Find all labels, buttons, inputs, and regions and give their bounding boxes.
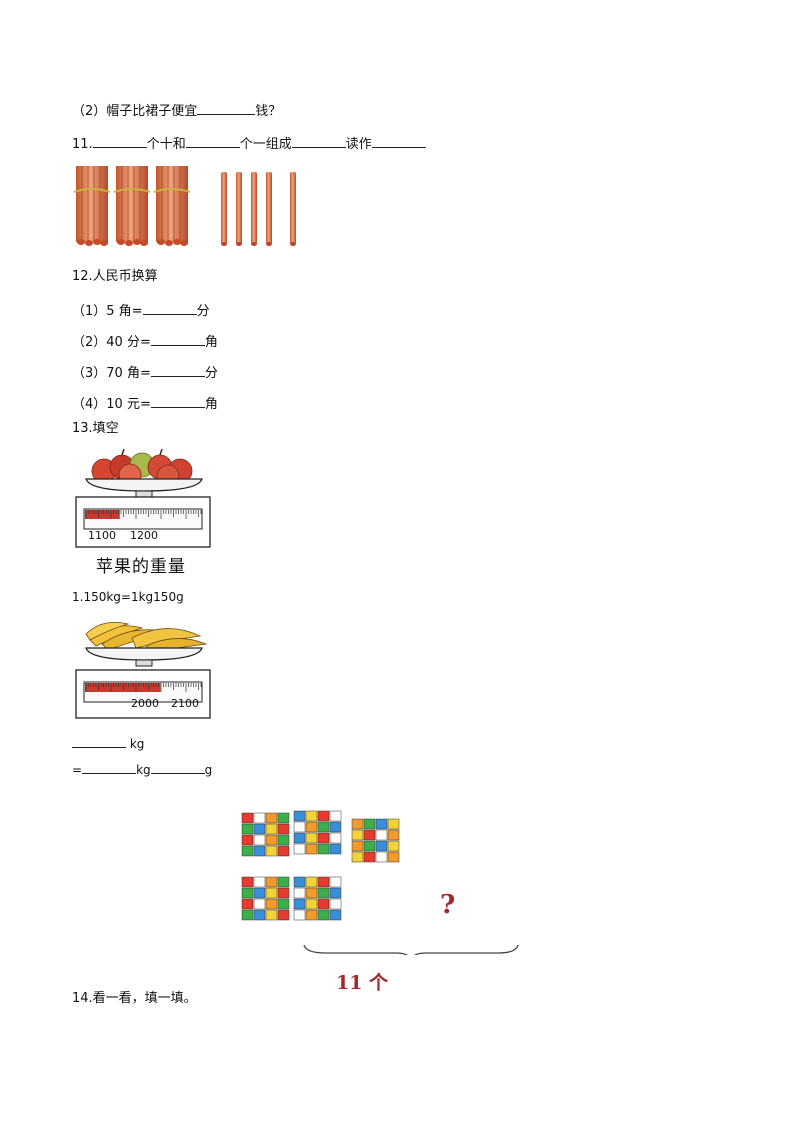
q12-item-2-unit: 角	[204, 335, 218, 350]
q10-part2: （2）帽子比裙子便宜 钱？	[72, 100, 281, 121]
q12-item-3-blank[interactable]	[150, 362, 205, 377]
q12-item-2-text: （2）40 分=	[72, 335, 151, 350]
rubiks-cube-icon	[241, 812, 290, 857]
q12-item-2: （2）40 分= 角	[72, 331, 218, 352]
apples-icon	[91, 448, 193, 488]
banana-scale	[75, 621, 211, 719]
sticks-figure	[73, 166, 296, 246]
q13-answer-line-2: = kg g	[72, 759, 212, 779]
rubiks-cube-icon	[293, 810, 342, 855]
q13-title: 13.填空	[72, 421, 119, 436]
banana-scale-tick-2000: 2000	[131, 697, 159, 710]
question-mark: ?	[440, 890, 456, 920]
q13-g-blank[interactable]	[150, 759, 205, 774]
q12-title: 12.人民币换算	[72, 269, 158, 284]
q12-item-3-text: （3）70 角=	[72, 366, 151, 381]
cubes-total: 11 个	[336, 972, 389, 994]
q11-text3: 读作	[345, 137, 372, 152]
q12-item-4-unit: 角	[204, 397, 218, 412]
q11-read-blank[interactable]	[371, 133, 426, 148]
apple-scale-caption: 苹果的重量	[96, 557, 186, 577]
q13-equals: =	[72, 763, 83, 777]
rubiks-cube-icon	[241, 876, 290, 921]
q12-item-2-blank[interactable]	[150, 331, 205, 346]
q11-number-blank[interactable]	[291, 133, 346, 148]
apple-scale-fill	[85, 510, 120, 519]
q11-line: 11. 个十和 个一组成 读作	[72, 133, 426, 154]
q13-kg-blank-2[interactable]	[82, 759, 137, 774]
q10-part2-text: （2）帽子比裙子便宜	[72, 104, 198, 119]
q12-item-1-text: （1）5 角=	[72, 304, 143, 319]
q12-item-1-unit: 分	[196, 304, 210, 319]
stick-bundle-1	[73, 166, 111, 246]
cubes-figure	[241, 810, 519, 955]
q11-tens-blank[interactable]	[92, 133, 147, 148]
q10-answer-blank[interactable]	[197, 100, 256, 115]
q13-example: 1.150kg=1kg150g	[72, 590, 184, 604]
stick-bundle-3	[153, 166, 191, 246]
q12-item-1: （1）5 角= 分	[72, 300, 210, 321]
total-brace	[303, 944, 519, 955]
single-sticks	[221, 172, 296, 246]
bananas-icon	[85, 621, 208, 653]
apple-scale	[75, 448, 211, 548]
q12-item-1-blank[interactable]	[142, 300, 197, 315]
q11-text2: 个一组成	[239, 137, 292, 152]
q12-item-3: （3）70 角= 分	[72, 362, 218, 383]
rubiks-cube-icon	[351, 818, 400, 863]
banana-scale-fill	[85, 683, 161, 692]
q12-item-4-text: （4）10 元=	[72, 397, 151, 412]
rubiks-cube-icon	[293, 876, 342, 921]
q11-ones-blank[interactable]	[185, 133, 240, 148]
q11-text1: 个十和	[146, 137, 186, 152]
q10-part2-suffix: 钱？	[255, 104, 282, 119]
q13-kg-unit-2: kg	[136, 763, 151, 777]
q13-answer-line-1: kg	[72, 733, 144, 753]
banana-scale-tick-2100: 2100	[171, 697, 199, 710]
stick-bundle-2	[113, 166, 151, 246]
q13-kg-unit: kg	[129, 737, 145, 751]
q13-kg-blank[interactable]	[72, 733, 126, 748]
q13-g-unit: g	[204, 763, 213, 777]
apple-scale-tick-1100: 1100	[88, 529, 116, 542]
q14-title: 14.看一看，填一填。	[72, 991, 197, 1006]
q12-item-4: （4）10 元= 角	[72, 393, 218, 414]
apple-scale-tick-1200: 1200	[130, 529, 158, 542]
q11-number: 11.	[72, 137, 93, 152]
q12-item-3-unit: 分	[204, 366, 218, 381]
q12-item-4-blank[interactable]	[150, 393, 205, 408]
